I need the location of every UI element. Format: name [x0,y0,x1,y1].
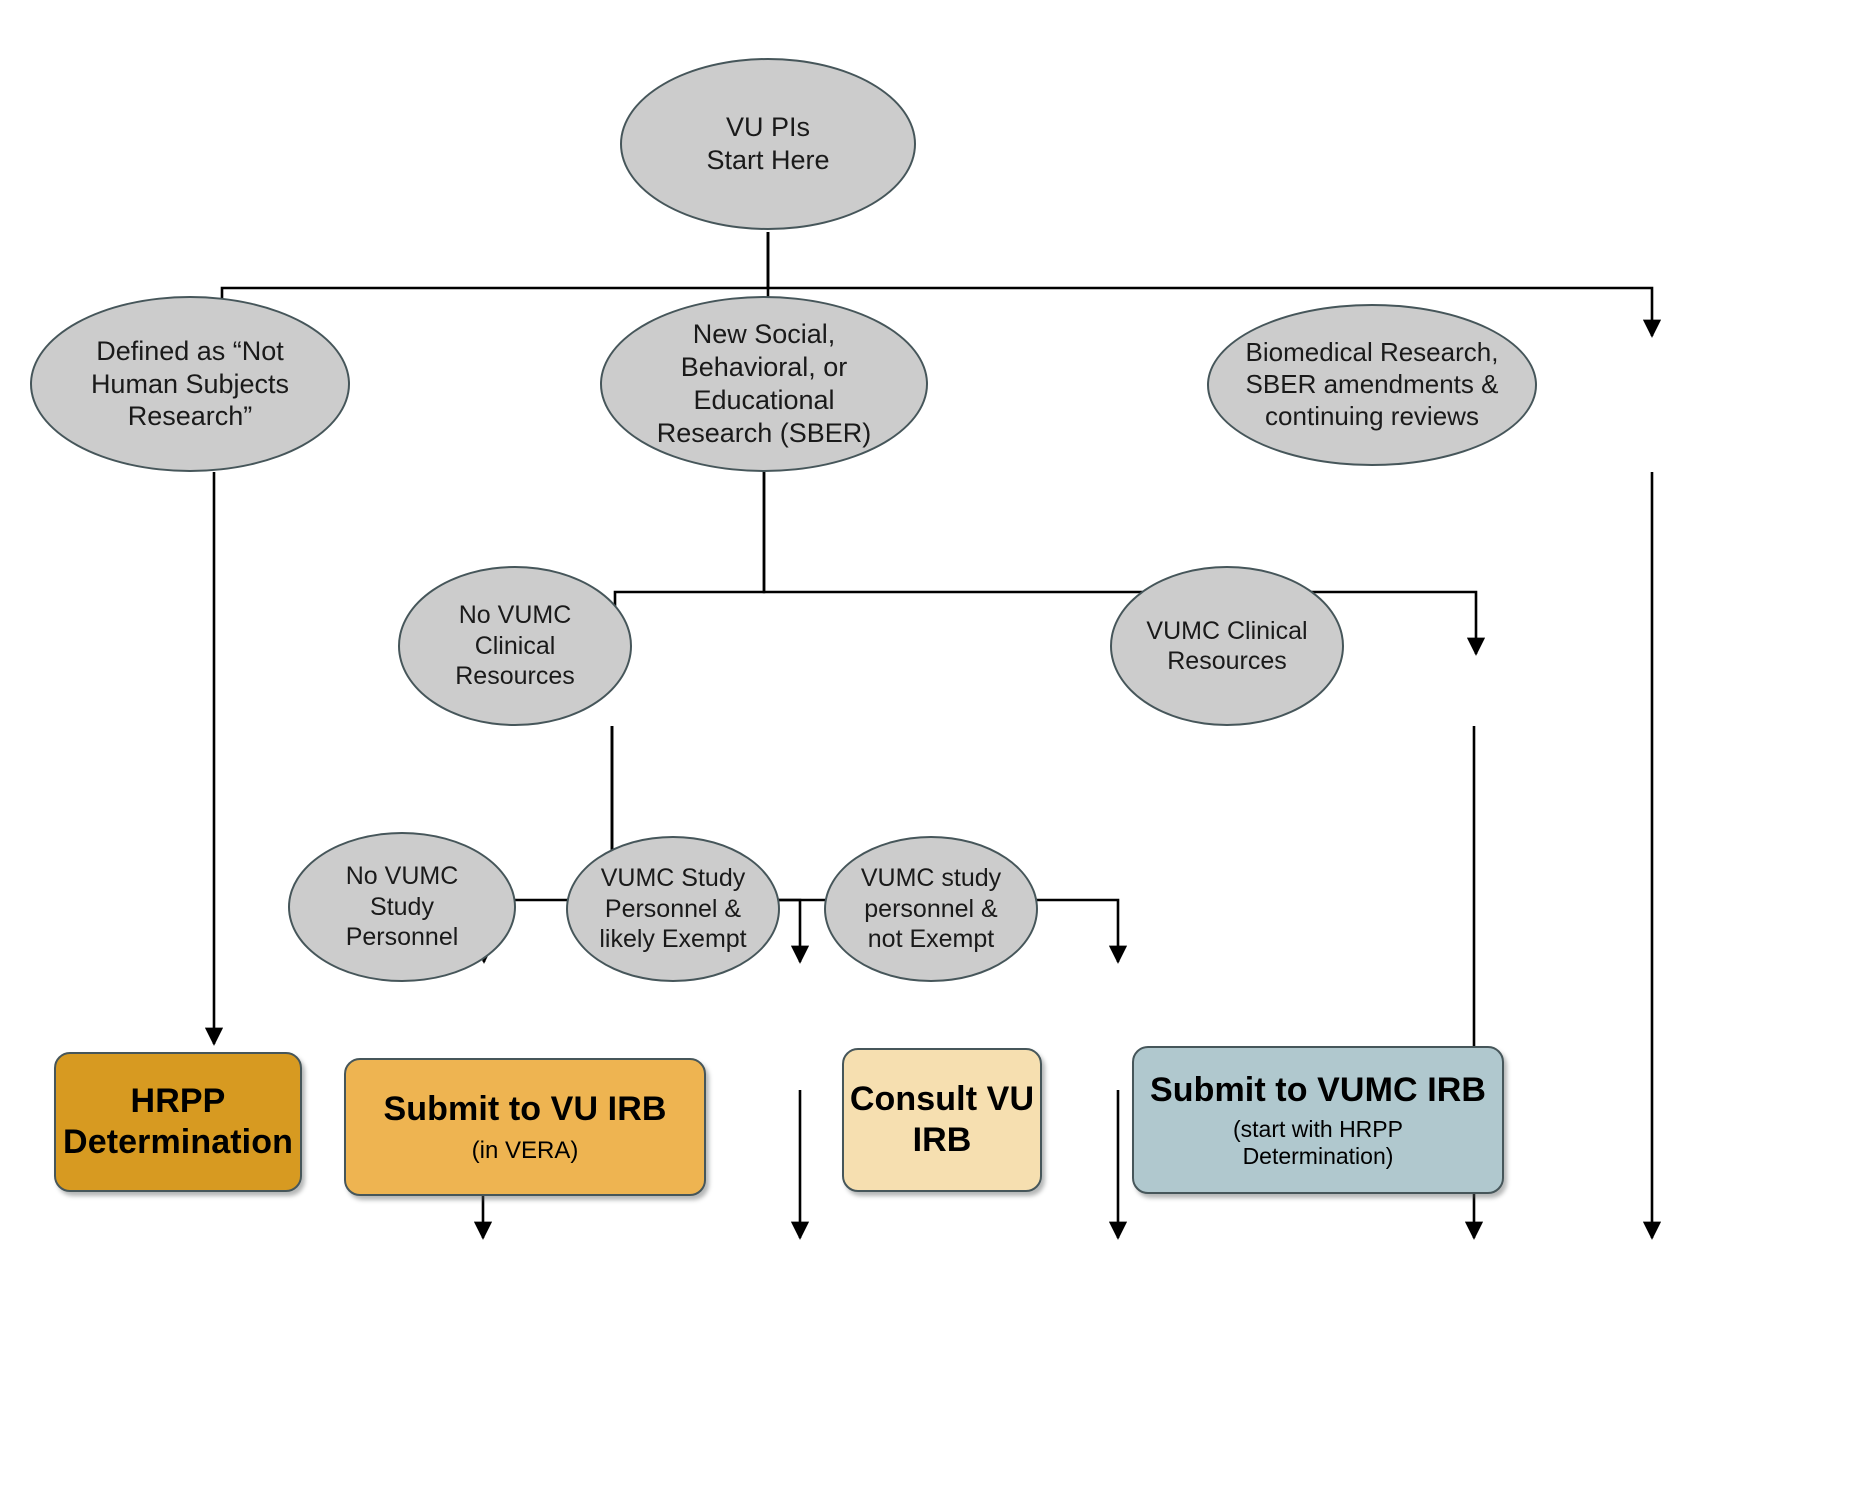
node-no-sp-line-2: Study [370,892,434,921]
node-vumc-clinical-resources[interactable]: VUMC Clinical Resources [1110,566,1344,726]
node-biomed-line-3: continuing reviews [1265,400,1479,431]
node-nhsr-line-3: Research” [127,401,253,432]
node-vumc-personnel-likely-exempt[interactable]: VUMC Study Personnel & likely Exempt [566,836,780,982]
node-biomed-line-1: Biomedical Research, [1245,337,1499,368]
node-new-sber-research[interactable]: New Social, Behavioral, or Educational R… [600,296,928,472]
node-no-vumc-clinical-resources[interactable]: No VUMC Clinical Resources [398,566,632,726]
node-submit-to-vu-irb[interactable]: Submit to VU IRB (in VERA) [344,1058,706,1196]
node-sber-line-1: New Social, [692,319,836,350]
edge-start-to-biomed [766,232,1662,338]
node-no-sp-line-3: Personnel [345,923,459,952]
node-vumc-res-line-1: VUMC Clinical [1146,616,1308,645]
node-exempt-line-2: Personnel & [604,894,742,923]
node-vumc-res-line-2: Resources [1167,647,1287,675]
node-sber-line-4: Research (SBER) [656,417,872,448]
node-not-exempt-line-2: personnel & [864,894,998,923]
node-start-line-1: VU PIs [725,112,811,143]
node-sber-line-3: Educational [693,385,835,415]
node-not-human-subjects-research[interactable]: Defined as “Not Human Subjects Research” [30,296,350,472]
node-no-vumc-res-line-3: Resources [455,662,575,691]
node-not-exempt-line-1: VUMC study [860,864,1002,893]
node-exempt-line-3: likely Exempt [599,925,747,954]
node-start[interactable]: VU PIs Start Here [620,58,916,230]
node-vumc-personnel-not-exempt[interactable]: VUMC study personnel & not Exempt [824,836,1038,982]
node-biomed-line-2: SBER amendments & [1245,369,1499,400]
node-exempt-line-1: VUMC Study [600,864,746,893]
node-sber-line-2: Behavioral, or [680,352,848,383]
node-no-vumc-study-personnel[interactable]: No VUMC Study Personnel [288,832,516,982]
node-start-line-2: Start Here [706,145,830,175]
edge-sber-to-novumc [605,472,766,656]
node-nhsr-line-1: Defined as “Not [96,335,284,366]
node-no-vumc-res-line-2: Clinical [474,631,556,660]
vumc-irb-label: Submit to VUMC IRB [1149,1071,1487,1110]
vu-irb-label: Submit to VU IRB [383,1089,667,1128]
node-no-sp-line-1: No VUMC [345,862,459,891]
node-biomedical-research[interactable]: Biomedical Research, SBER amendments & c… [1207,304,1537,466]
vu-irb-sublabel: (in VERA) [471,1137,579,1165]
node-not-exempt-line-3: not Exempt [867,925,995,954]
node-nhsr-line-2: Human Subjects [90,368,290,399]
node-no-vumc-res-line-1: No VUMC [458,601,572,630]
